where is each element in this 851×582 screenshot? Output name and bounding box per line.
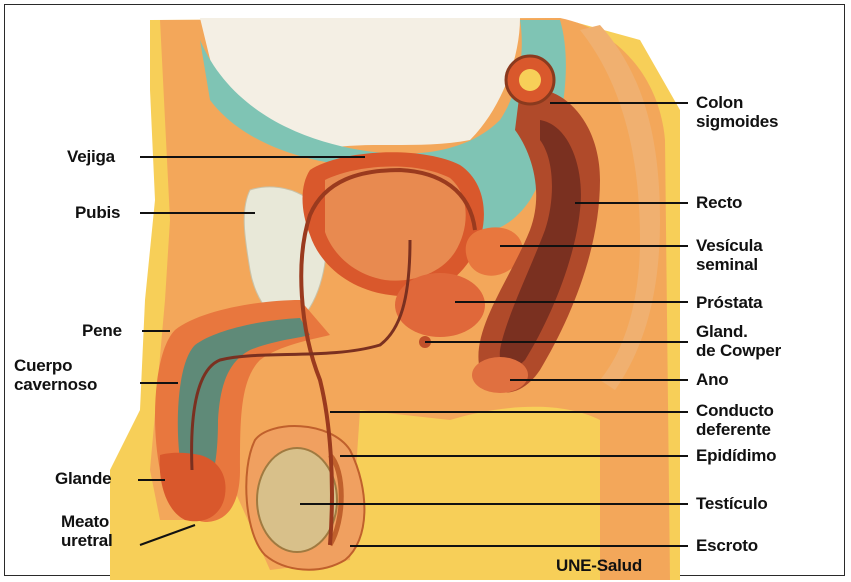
- label-cuerpo-cavernoso: Cuerpo cavernoso: [14, 356, 97, 394]
- testis-shape: [257, 448, 337, 552]
- anus-region: [472, 357, 528, 393]
- label-glande: Glande: [55, 469, 111, 488]
- label-prostata: Próstata: [696, 293, 762, 312]
- label-recto: Recto: [696, 193, 742, 212]
- label-vesicula-seminal: Vesícula seminal: [696, 236, 762, 274]
- label-gland-cowper: Gland. de Cowper: [696, 322, 781, 360]
- credit-une-salud: UNE-Salud: [556, 556, 642, 575]
- label-testiculo: Testículo: [696, 494, 768, 513]
- label-escroto: Escroto: [696, 536, 758, 555]
- label-colon-sigmoides: Colon sigmoides: [696, 93, 778, 131]
- label-pene: Pene: [82, 321, 122, 340]
- label-conducto-deferente: Conducto deferente: [696, 401, 774, 439]
- label-meato-uretral: Meato uretral: [61, 512, 113, 550]
- colon-lumen: [519, 69, 541, 91]
- label-ano: Ano: [696, 370, 728, 389]
- label-pubis: Pubis: [75, 203, 120, 222]
- label-epididimo: Epidídimo: [696, 446, 776, 465]
- label-vejiga: Vejiga: [67, 147, 115, 166]
